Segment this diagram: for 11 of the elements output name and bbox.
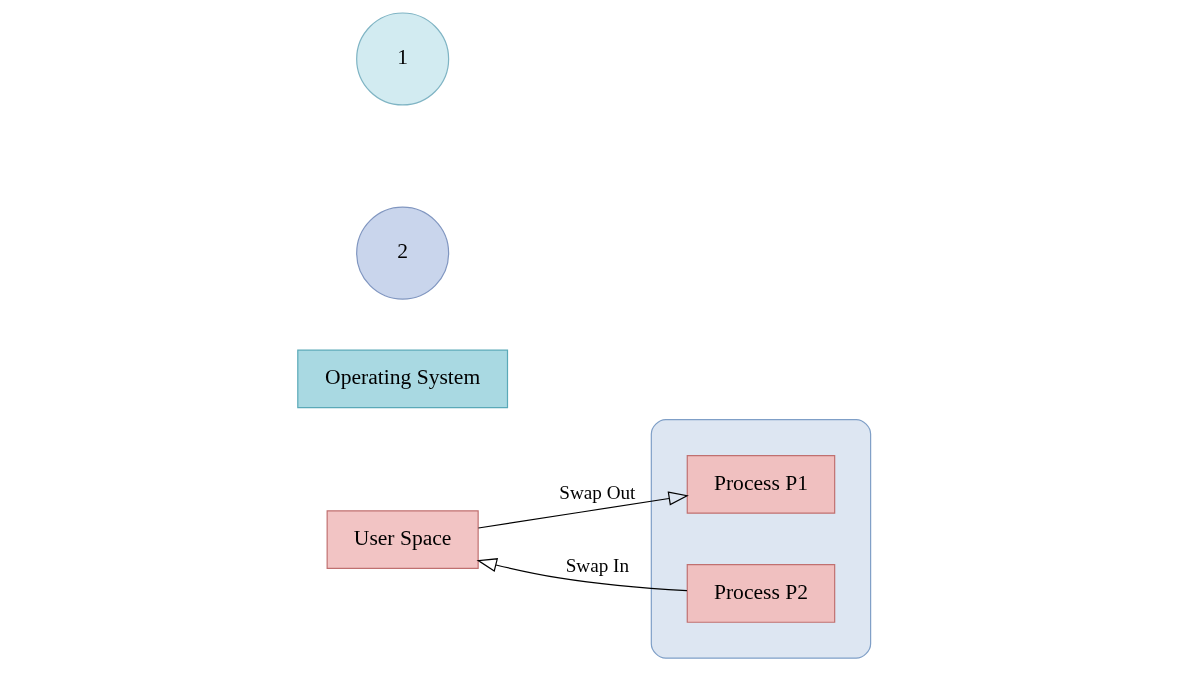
edge-label: Swap In xyxy=(565,554,630,576)
node-box: User Space xyxy=(326,510,479,569)
arrow xyxy=(476,558,688,592)
node-box: Process P1 xyxy=(686,455,836,514)
node-circle: 2 xyxy=(356,206,450,300)
arrow xyxy=(477,491,689,529)
node-circle: 1 xyxy=(356,12,450,106)
edge-label: Swap Out xyxy=(559,481,636,503)
node-box: Operating System xyxy=(297,349,509,409)
cluster xyxy=(650,419,872,659)
node-box: Process P2 xyxy=(686,564,836,623)
